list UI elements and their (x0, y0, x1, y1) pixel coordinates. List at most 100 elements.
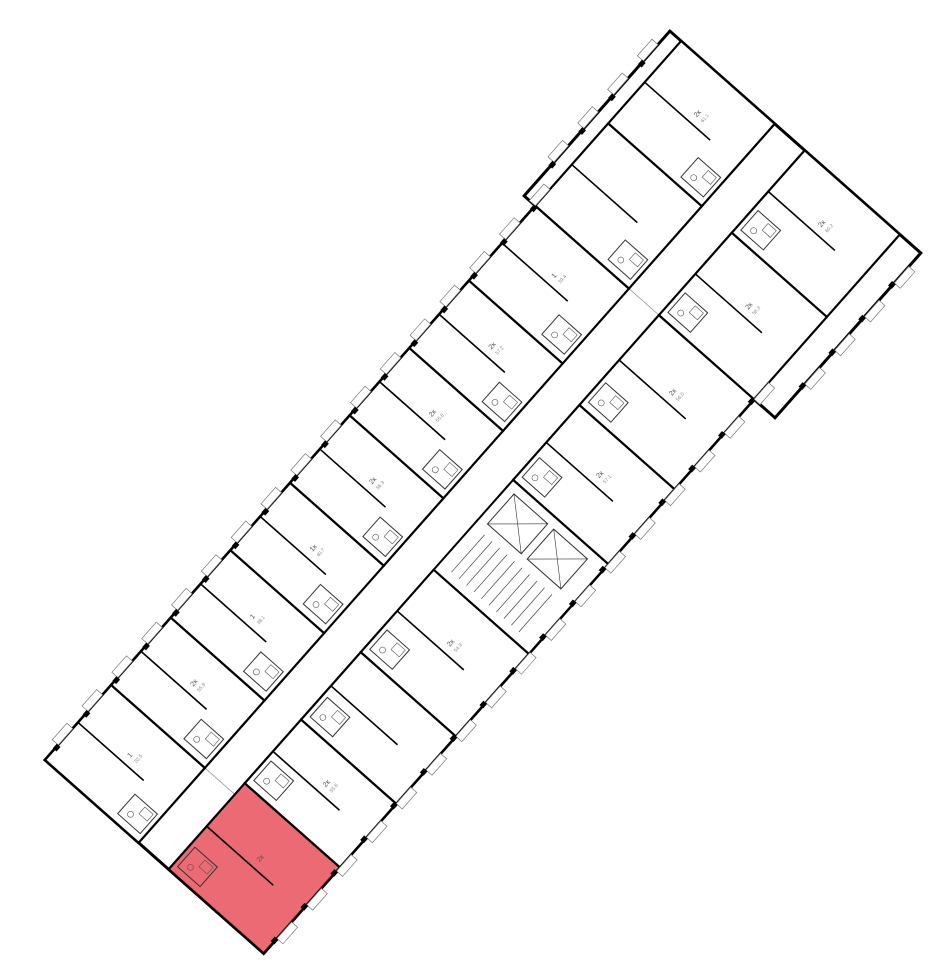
wall-pier (300, 902, 309, 911)
wall-pier (628, 532, 637, 540)
window-balcony (607, 72, 629, 96)
window-balcony (455, 719, 477, 743)
window-balcony (141, 621, 163, 645)
window-balcony (230, 520, 253, 544)
wall-pier (717, 430, 726, 439)
toilet-icon (531, 474, 539, 482)
toilet-icon (379, 646, 386, 654)
bathroom (587, 382, 629, 423)
apartment-area-label: 57.1 (602, 474, 613, 485)
apartment-type-label: 2к (256, 853, 266, 864)
apartment-area-label: 54.9 (453, 642, 464, 653)
bathroom (309, 696, 351, 738)
wall-pier (321, 440, 329, 449)
toilet-icon (677, 309, 685, 317)
sink-icon (761, 222, 777, 238)
stair-step (503, 580, 538, 619)
window-balcony (577, 106, 599, 129)
partition-wall (200, 583, 267, 643)
apartment-area-label: 56.0 (675, 391, 686, 402)
apartment-area-label: 39.4 (557, 274, 568, 285)
partition-wall (501, 242, 569, 302)
wall-pier (500, 238, 508, 246)
wall-pier (330, 869, 339, 877)
partition-wall (571, 163, 638, 224)
apartment-area-label: 38.1 (256, 615, 267, 626)
elevator (486, 493, 549, 555)
sink-icon (383, 529, 399, 545)
sink-icon (701, 169, 717, 185)
sink-icon (609, 395, 625, 411)
wall-pier (509, 666, 517, 675)
toilet-icon (690, 174, 698, 181)
partition-wall (330, 685, 399, 746)
wall-pier (658, 498, 667, 507)
bathroom (369, 629, 411, 671)
stair-step (518, 594, 553, 633)
apartment-type-label: 2к (428, 408, 438, 419)
window-balcony (365, 820, 388, 844)
window-balcony (111, 655, 133, 679)
window-balcony (409, 318, 432, 342)
apartment-area-label: 60.2 (824, 223, 835, 234)
sink-icon (502, 394, 519, 410)
apartment-area-label: 55.8 (435, 412, 446, 423)
partition-wall (379, 381, 446, 441)
window-balcony (544, 618, 567, 641)
apartment-type-label: 2к (446, 638, 456, 649)
stair-step (451, 534, 485, 573)
window-balcony (171, 587, 193, 611)
apartment-type-label: 2к (189, 678, 199, 689)
sink-icon (204, 731, 220, 747)
partition-wall (767, 190, 836, 252)
wall-pier (142, 642, 150, 651)
wall-pier (470, 271, 478, 280)
bathroom (302, 583, 344, 625)
wall-pier (172, 608, 180, 617)
window-balcony (260, 486, 283, 510)
apartment-type-label: 1 (249, 613, 257, 621)
window-balcony (863, 299, 886, 323)
wall-pier (888, 281, 896, 289)
apartment-area-label: 55.9 (196, 682, 207, 693)
bathroom (680, 156, 722, 198)
window-balcony (306, 887, 328, 911)
sink-icon (443, 462, 459, 477)
stair-step (488, 567, 523, 606)
bathroom (740, 209, 782, 251)
stair-step (458, 541, 493, 580)
elevator (526, 528, 589, 590)
stair-step (481, 561, 515, 599)
wall-pier (747, 397, 756, 406)
sink-icon (390, 642, 406, 658)
wall-pier (380, 372, 389, 381)
apartment-type-label: 2к (368, 475, 378, 486)
wall-pier (858, 314, 866, 323)
sink-icon (274, 773, 290, 789)
window-balcony (753, 382, 776, 406)
apartment-type-label: 2к (817, 218, 827, 229)
stair-step (496, 574, 530, 613)
apartment-type-label: 2к (693, 108, 703, 119)
stair-step (473, 554, 508, 593)
toilet-icon (750, 227, 757, 234)
wall-pier (598, 565, 607, 574)
window-balcony (893, 266, 916, 289)
wall-pier (201, 575, 210, 583)
wall-pier (419, 768, 428, 776)
window-balcony (804, 367, 826, 390)
wall-pier (529, 204, 538, 213)
partition-wall (259, 515, 327, 576)
window-balcony (51, 722, 74, 746)
apartment-type-label: 2к (668, 387, 678, 398)
wall-pier (568, 599, 577, 608)
sink-icon (198, 859, 214, 875)
stair-step (511, 587, 545, 626)
window-balcony (336, 854, 358, 877)
bathroom (183, 718, 225, 760)
window-balcony (723, 415, 746, 439)
